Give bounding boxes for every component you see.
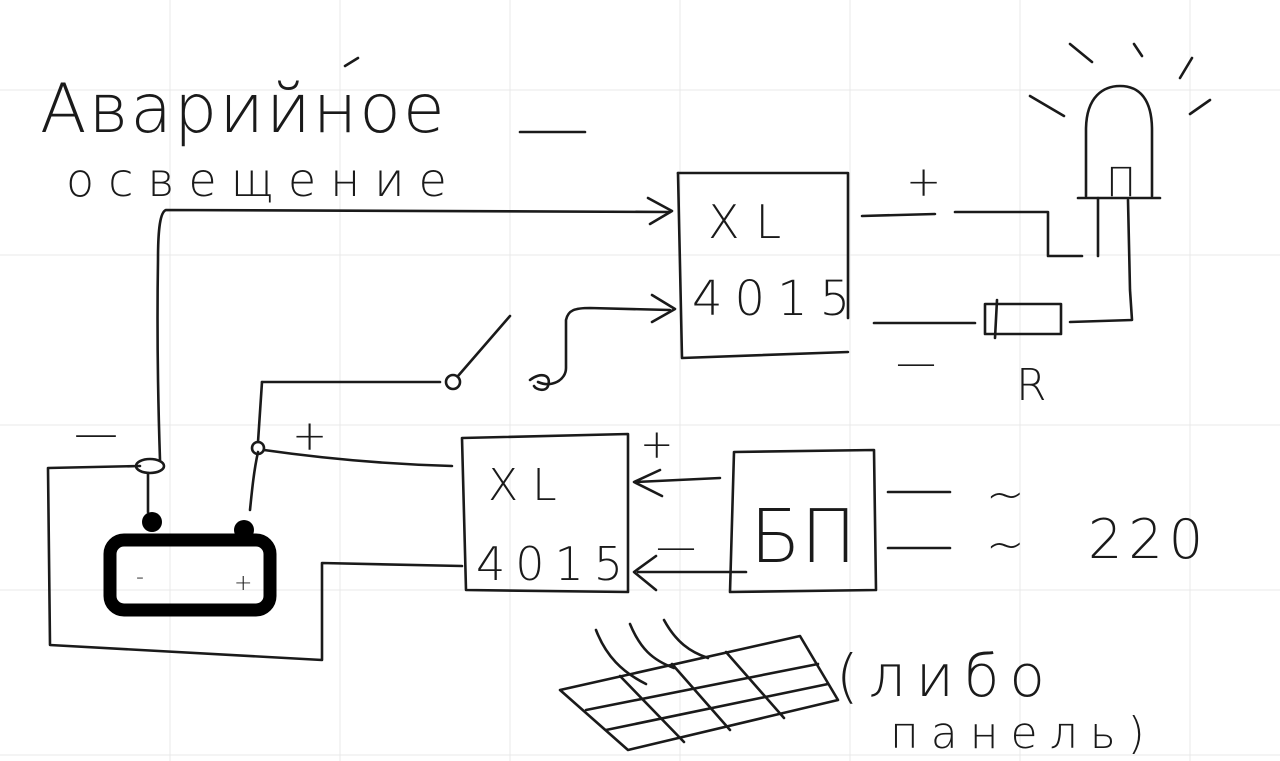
controller-bottom-label-1: XL bbox=[488, 460, 571, 511]
power-supply-label: БП bbox=[750, 494, 856, 580]
battery-body bbox=[103, 533, 277, 617]
power-supply: БП bbox=[728, 448, 878, 594]
lamp-ray bbox=[1132, 42, 1144, 58]
top-output-minus: — bbox=[896, 340, 936, 386]
wire-battery-loop bbox=[46, 464, 464, 662]
solar-panel-grid bbox=[724, 650, 786, 720]
solar-panel-grid bbox=[618, 674, 686, 744]
resistor-body bbox=[983, 302, 1063, 336]
wire-battery-plus-to-bottom-controller bbox=[262, 448, 454, 468]
arrow-icon bbox=[646, 196, 674, 226]
switch-contact-left bbox=[444, 373, 462, 391]
bp-plus-sign: + bbox=[640, 422, 674, 468]
alternative-line1: (либо bbox=[836, 642, 1055, 710]
battery-icon: - + bbox=[46, 380, 464, 662]
resistor-end-mark bbox=[993, 298, 999, 340]
title-line1: Аварийное bbox=[40, 70, 447, 149]
wire-minus-to-top-controller bbox=[156, 208, 672, 462]
mains-tilde-1: ~ bbox=[986, 467, 1025, 521]
title-breve-mark bbox=[343, 56, 360, 68]
arrow-icon bbox=[632, 554, 658, 592]
controller-top-box-lower bbox=[676, 171, 850, 360]
wire-bp-plus-to-controller bbox=[634, 476, 722, 484]
battery-plus-label: + bbox=[234, 571, 252, 596]
battery-minus-sign: — bbox=[74, 408, 118, 459]
lamp-ray bbox=[1178, 56, 1194, 80]
controller-top-box-upper bbox=[676, 171, 850, 320]
controller-bottom-box bbox=[460, 432, 630, 594]
wire-resistor-to-lamp bbox=[1068, 198, 1134, 324]
bp-minus-sign: — bbox=[656, 524, 696, 570]
solar-panel-grid bbox=[604, 682, 830, 732]
wire-battery-to-switch bbox=[256, 380, 264, 444]
solar-panel-icon bbox=[558, 618, 840, 752]
solar-panel-grid bbox=[670, 662, 732, 732]
solar-panel-lead bbox=[662, 618, 710, 660]
title-line2: освещение bbox=[66, 153, 461, 207]
switch bbox=[260, 314, 551, 392]
switch-lever bbox=[456, 314, 512, 378]
lamp-icon: П bbox=[1028, 42, 1212, 258]
controller-top-label-1: XL bbox=[708, 195, 797, 249]
alternative-line2: панель) bbox=[890, 708, 1157, 759]
mains-tilde-2: ~ bbox=[986, 517, 1025, 571]
lamp-dome bbox=[1084, 84, 1154, 198]
switch-contact-right bbox=[528, 373, 551, 392]
battery-plus-lead bbox=[248, 450, 260, 512]
arrow-icon bbox=[632, 468, 664, 498]
battery-minus-terminal-ring bbox=[134, 457, 166, 475]
battery-terminal-minus bbox=[142, 512, 162, 532]
battery-terminal-plus bbox=[234, 520, 254, 540]
arrow-icon bbox=[650, 293, 677, 324]
power-supply-box bbox=[728, 448, 878, 594]
lamp-ray bbox=[1188, 98, 1212, 116]
controller-top-label-2: 4015 bbox=[692, 271, 862, 327]
top-output-plus: + bbox=[906, 157, 941, 206]
battery-plus-sign: + bbox=[292, 411, 327, 460]
wire-top-plus-to-lamp bbox=[860, 210, 1084, 258]
wire-switch-to-top-controller bbox=[536, 306, 672, 386]
solar-panel-lead bbox=[628, 622, 676, 670]
resistor: R bbox=[983, 298, 1063, 411]
lamp-symbol: П bbox=[1106, 160, 1136, 206]
controller-top: XL 4015 bbox=[676, 171, 862, 360]
resistor-label: R bbox=[1016, 360, 1047, 411]
lamp-ray bbox=[1068, 42, 1094, 64]
solar-panel-grid bbox=[584, 662, 820, 712]
solar-panel-lead bbox=[594, 628, 648, 686]
battery-minus-label: - bbox=[136, 565, 144, 590]
lamp-ray bbox=[1028, 94, 1066, 118]
mains-voltage: 220 bbox=[1088, 508, 1209, 571]
controller-bottom-label-2: 4015 bbox=[476, 537, 633, 591]
controller-bottom: XL 4015 bbox=[460, 432, 633, 594]
